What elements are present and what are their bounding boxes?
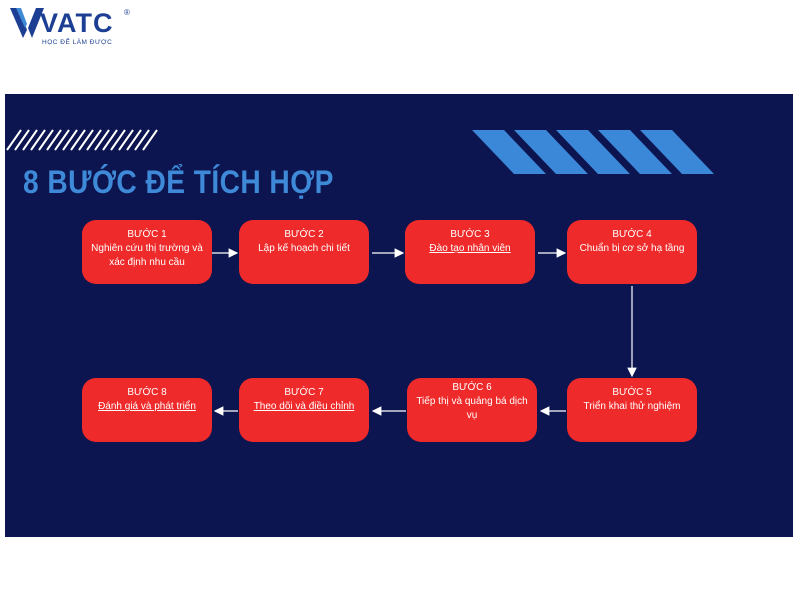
logo-text: VATC xyxy=(40,8,114,38)
diagram-title: 8 BƯỚC ĐỂ TÍCH HỢP xyxy=(23,164,334,200)
step-2-box: BƯỚC 2 Lập kế hoạch chi tiết xyxy=(239,220,369,284)
vatc-logo: VATC ® HỌC ĐỂ LÀM ĐƯỢC xyxy=(10,6,135,52)
step-8-text: Đánh giá và phát triển xyxy=(98,401,196,412)
decorative-stripes-left xyxy=(6,129,158,151)
registered-mark: ® xyxy=(124,8,130,17)
step-3-text: Đào tạo nhân viên xyxy=(429,243,511,254)
step-3-box: BƯỚC 3 Đào tạo nhân viên xyxy=(405,220,535,284)
step-4-label: BƯỚC 4 xyxy=(612,229,652,240)
step-4-box: BƯỚC 4 Chuẩn bị cơ sở hạ tầng xyxy=(567,220,697,284)
step-2-label: BƯỚC 2 xyxy=(284,229,324,240)
step-8-label: BƯỚC 8 xyxy=(127,387,167,398)
step-6-text: Tiếp thị và quảng bá dịch vụ xyxy=(416,396,528,421)
step-7-text: Theo dõi và điều chỉnh xyxy=(253,401,355,412)
step-6-label: BƯỚC 6 xyxy=(452,382,492,393)
step-5-box: BƯỚC 5 Triển khai thử nghiệm xyxy=(567,378,697,442)
step-7-box: BƯỚC 7 Theo dõi và điều chỉnh xyxy=(239,378,369,442)
step-6-box: BƯỚC 6 Tiếp thị và quảng bá dịch vụ xyxy=(407,378,537,442)
step-1-box: BƯỚC 1 Nghiên cứu thị trường và xác định… xyxy=(82,220,212,284)
step-3-label: BƯỚC 3 xyxy=(450,229,490,240)
logo-v-mark-icon xyxy=(10,8,44,38)
step-7-label: BƯỚC 7 xyxy=(284,387,324,398)
step-5-label: BƯỚC 5 xyxy=(612,387,652,398)
slide-panel: 8 BƯỚC ĐỂ TÍCH HỢP BƯỚC 1 Nghiên cứu thị xyxy=(5,94,793,537)
step-4-text: Chuẩn bị cơ sở hạ tầng xyxy=(579,243,685,254)
step-8-box: BƯỚC 8 Đánh giá và phát triển xyxy=(82,378,212,442)
step-1-text: Nghiên cứu thị trường và xác định nhu cầ… xyxy=(91,243,203,268)
logo-tagline: HỌC ĐỂ LÀM ĐƯỢC xyxy=(42,39,113,46)
step-1-label: BƯỚC 1 xyxy=(127,229,167,240)
step-2-text: Lập kế hoạch chi tiết xyxy=(258,243,350,254)
step-5-text: Triển khai thử nghiệm xyxy=(583,401,681,412)
decorative-stripes-right xyxy=(472,130,714,174)
